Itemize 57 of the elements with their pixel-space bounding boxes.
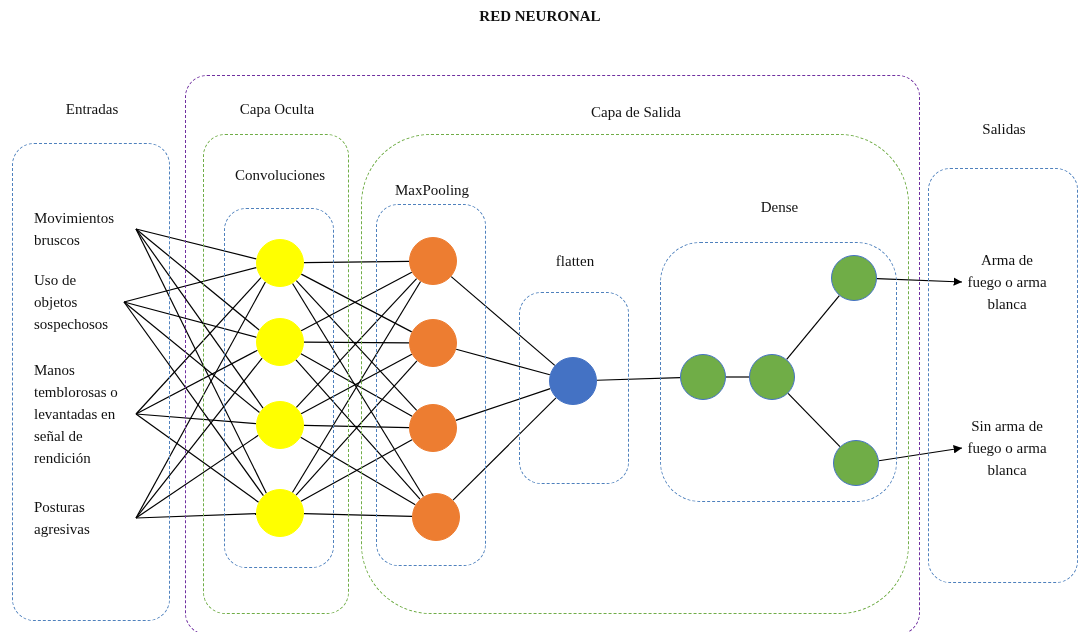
layer-title: Dense bbox=[759, 198, 800, 217]
neuron-circle bbox=[409, 404, 457, 452]
connection-line bbox=[135, 357, 263, 519]
layer-title: Capa Oculta bbox=[238, 100, 316, 119]
layer-title: Entradas bbox=[64, 100, 120, 119]
connection-line bbox=[303, 424, 410, 429]
connection-line bbox=[135, 513, 257, 519]
connection-line bbox=[135, 434, 259, 519]
neuron-circle bbox=[256, 489, 304, 537]
arrow bbox=[876, 277, 963, 286]
neuron-circle bbox=[256, 401, 304, 449]
connection-line bbox=[135, 413, 260, 503]
layer-title: Salidas bbox=[981, 120, 1027, 139]
connection-line bbox=[725, 376, 750, 378]
neuron-circle bbox=[833, 440, 879, 486]
connection-line bbox=[450, 276, 556, 366]
connection-line bbox=[455, 348, 551, 376]
connection-line bbox=[123, 266, 258, 303]
neuron-circle bbox=[549, 357, 597, 405]
input-label: Uso de objetos sospechosos bbox=[34, 269, 122, 335]
arrow bbox=[878, 445, 963, 462]
diagram-title: RED NEURONAL bbox=[478, 8, 602, 25]
connection-line bbox=[135, 349, 259, 415]
neuron-circle bbox=[256, 239, 304, 287]
connection-line bbox=[787, 392, 841, 448]
connection-line bbox=[123, 301, 264, 497]
output-label: Sin arma de fuego o arma blanca bbox=[964, 415, 1050, 481]
neuron-circle bbox=[749, 354, 795, 400]
layer-title: MaxPooling bbox=[393, 181, 471, 200]
output-label: Arma de fuego o arma blanca bbox=[964, 249, 1050, 315]
input-label: Movimientos bruscos bbox=[34, 207, 134, 251]
connection-line bbox=[135, 228, 257, 260]
neuron-circle bbox=[256, 318, 304, 366]
connection-line bbox=[303, 260, 410, 264]
layer-title: Capa de Salida bbox=[590, 103, 682, 122]
connection-line bbox=[135, 228, 260, 331]
connection-line bbox=[123, 301, 261, 414]
neuron-circle bbox=[831, 255, 877, 301]
neuron-circle bbox=[409, 319, 457, 367]
connection-line bbox=[452, 397, 557, 501]
connection-line bbox=[303, 513, 413, 517]
neuron-circle bbox=[412, 493, 460, 541]
connection-line bbox=[455, 388, 551, 421]
connection-line bbox=[135, 228, 267, 494]
connection-line bbox=[123, 301, 258, 338]
neuron-circle bbox=[409, 237, 457, 285]
connection-line bbox=[135, 413, 257, 425]
neuron-circle bbox=[680, 354, 726, 400]
connection-line bbox=[303, 341, 410, 344]
connection-line bbox=[786, 295, 840, 360]
input-label: Manos temblorosas o levantadas en señal de rendición bbox=[34, 359, 134, 469]
input-label: Posturas agresivas bbox=[34, 496, 134, 540]
connection-line bbox=[135, 277, 262, 415]
layer-title: flatten bbox=[554, 252, 596, 271]
connection-line bbox=[135, 228, 264, 409]
layer-title: Convoluciones bbox=[234, 166, 326, 185]
connection-line bbox=[596, 377, 681, 381]
